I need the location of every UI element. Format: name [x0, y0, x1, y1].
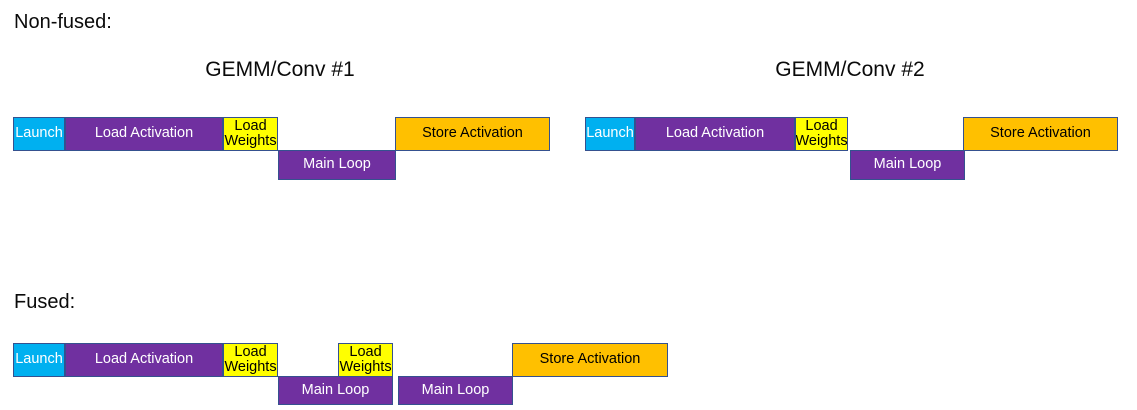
- segment-load-activation: Load Activation: [65, 117, 223, 151]
- segment-load-weights: Load Weights: [338, 343, 393, 377]
- segment-main-loop: Main Loop: [278, 376, 393, 405]
- segment-launch: Launch: [13, 117, 65, 151]
- segment-launch: Launch: [13, 343, 65, 377]
- segment-store-activation: Store Activation: [512, 343, 668, 377]
- segment-main-loop: Main Loop: [278, 150, 396, 180]
- segment-load-weights: Load Weights: [223, 117, 278, 151]
- segment-load-weights: Load Weights: [795, 117, 848, 151]
- segment-main-loop: Main Loop: [850, 150, 965, 180]
- section-label-fused: Fused:: [14, 291, 76, 313]
- segment-load-weights: Load Weights: [223, 343, 278, 377]
- segment-store-activation: Store Activation: [395, 117, 550, 151]
- segment-launch: Launch: [585, 117, 635, 151]
- segment-load-activation: Load Activation: [635, 117, 795, 151]
- timeline-title-gemm-conv-1: GEMM/Conv #1: [205, 58, 355, 81]
- timeline-title-gemm-conv-2: GEMM/Conv #2: [775, 58, 925, 81]
- segment-load-activation: Load Activation: [65, 343, 223, 377]
- segment-store-activation: Store Activation: [963, 117, 1118, 151]
- segment-main-loop: Main Loop: [398, 376, 513, 405]
- section-label-non-fused: Non-fused:: [14, 11, 112, 33]
